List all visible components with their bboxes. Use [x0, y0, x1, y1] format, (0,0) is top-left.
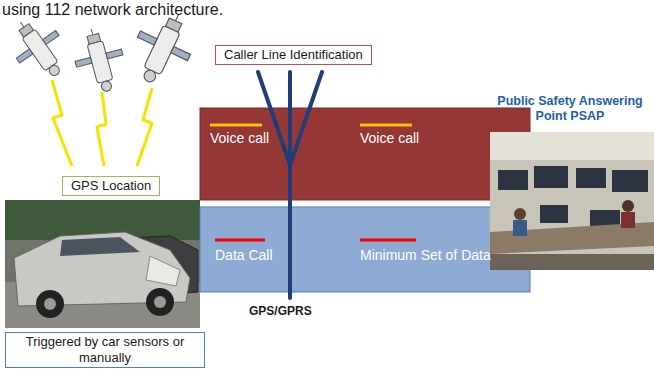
crash-photo — [5, 200, 200, 328]
voice-band: Voice call Voice call — [200, 108, 530, 200]
network-label: GPS/GPRS — [249, 304, 312, 318]
satellite-icons — [1, 8, 77, 88]
band-label: Minimum Set of Data — [360, 247, 491, 264]
heading-text: using 112 network architecture. — [2, 0, 223, 19]
control-room-photo — [490, 132, 654, 160]
crash-photo — [44, 298, 56, 310]
data-band — [200, 207, 530, 292]
signal-bolts — [52, 80, 152, 166]
crash-photo — [154, 296, 166, 308]
crash-photo — [146, 256, 180, 286]
data-lines — [215, 239, 416, 242]
band-label: Voice call — [210, 130, 269, 147]
data-band: Data Call Minimum Set of Data — [200, 207, 530, 292]
crash-photo — [60, 237, 140, 256]
box-label: Triggered by car sensors or manually — [10, 334, 200, 366]
psap-title: Public Safety Answering Point PSAP — [488, 94, 652, 124]
control-room-photo — [576, 168, 606, 188]
crash-photo — [5, 200, 200, 328]
voice-band — [200, 108, 530, 200]
antenna-fork — [290, 72, 322, 165]
control-room-photo — [514, 208, 526, 220]
voice-lines — [210, 124, 412, 127]
signal-bolts — [52, 80, 72, 166]
voice-band — [200, 108, 530, 200]
band-label: Data Call — [215, 247, 273, 264]
data-band — [200, 207, 530, 292]
control-room-photo — [534, 166, 568, 188]
data-lines — [360, 239, 416, 242]
control-room-photo — [490, 132, 654, 270]
signal-bolts — [97, 92, 106, 166]
antenna-fork — [258, 72, 322, 298]
data-lines — [215, 239, 265, 242]
satellite-icons — [68, 23, 131, 97]
crash-photo — [36, 290, 64, 318]
control-room-photo — [540, 205, 568, 223]
control-room-photo — [622, 200, 634, 212]
control-room-photo — [621, 212, 635, 228]
antenna-fork — [288, 72, 292, 298]
antenna-fork — [258, 72, 290, 165]
caller-id-box: Caller Line Identification — [215, 45, 372, 65]
gps-location-box: GPS Location — [62, 176, 160, 196]
control-room-photo — [498, 170, 528, 190]
trigger-box: Triggered by car sensors or manually — [5, 332, 205, 368]
voice-lines — [210, 124, 262, 127]
box-label: Caller Line Identification — [224, 47, 363, 63]
signal-bolts — [137, 88, 152, 166]
control-room-photo — [612, 170, 648, 192]
control-room-photo — [513, 220, 527, 236]
box-label: GPS Location — [71, 178, 151, 194]
crash-photo — [146, 288, 174, 316]
control-room-photo — [490, 132, 654, 270]
voice-lines — [360, 124, 412, 127]
band-label: Voice call — [360, 130, 419, 147]
control-room-photo — [490, 254, 654, 270]
